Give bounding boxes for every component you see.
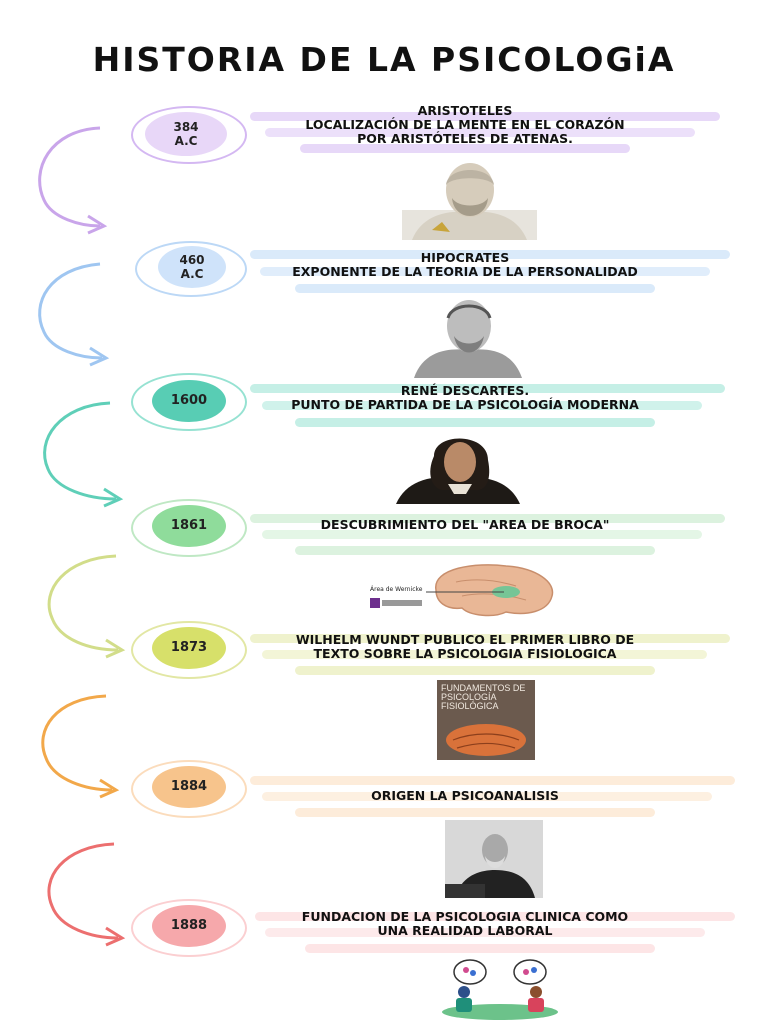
descartes-portrait-icon — [396, 438, 520, 504]
date-bubble: 1861 — [152, 505, 226, 547]
freud-photo-icon — [445, 820, 543, 898]
date-bubble: 1600 — [152, 380, 226, 422]
brush-stroke — [250, 634, 730, 643]
curved-arrow-icon — [41, 694, 120, 799]
brush-stroke — [295, 666, 655, 675]
brush-stroke — [250, 776, 735, 785]
event-text: WILHELM WUNDT PUBLICO EL PRIMER LIBRO DE… — [295, 632, 635, 661]
date-label: 1888 — [170, 918, 208, 933]
brush-stroke — [265, 928, 705, 937]
brain-icon — [446, 724, 526, 756]
brush-stroke — [250, 384, 725, 393]
event-text: RENÉ DESCARTES. PUNTO DE PARTIDA DE LA P… — [291, 383, 639, 412]
date-ring — [131, 106, 247, 164]
date-bubble: 460 A.C — [158, 246, 226, 288]
brush-stroke — [295, 418, 655, 427]
brush-stroke — [265, 128, 695, 137]
brush-stroke — [250, 250, 730, 259]
brush-stroke — [300, 144, 630, 153]
brush-stroke — [262, 530, 702, 539]
page-title: HISTORIA DE LA PSICOLOGiA — [92, 40, 676, 79]
curved-arrow-icon — [43, 401, 124, 508]
date-ring — [131, 760, 247, 818]
date-ring — [131, 899, 247, 957]
curved-arrow-icon — [47, 554, 126, 659]
date-bubble: 1888 — [152, 905, 226, 947]
hippocrates-bust-icon — [414, 300, 522, 378]
curved-arrow-icon — [47, 842, 126, 947]
aristotle-bust-icon — [402, 163, 537, 240]
event-text: HIPOCRATES EXPONENTE DE LA TEORIA DE LA … — [292, 250, 638, 279]
therapy-illustration-icon — [442, 959, 558, 1020]
date-label: 384 A.C — [173, 120, 199, 148]
date-ring — [131, 621, 247, 679]
brush-stroke — [250, 112, 720, 121]
date-label: 1861 — [170, 518, 208, 533]
brush-stroke — [250, 514, 725, 523]
brush-stroke — [262, 401, 702, 410]
date-label: 1884 — [170, 779, 208, 794]
book-title: FUNDAMENTOS DE PSICOLOGÍA FISIOLÓGICA — [441, 683, 526, 711]
date-bubble: 1884 — [152, 766, 226, 808]
brush-stroke — [295, 284, 655, 293]
curved-arrow-icon — [38, 126, 108, 235]
brush-stroke — [255, 912, 735, 921]
date-label: 1600 — [170, 393, 208, 408]
event-text: ORIGEN LA PSICOANALISIS — [371, 788, 559, 803]
date-label: 1873 — [170, 640, 208, 655]
brain-icon — [370, 564, 554, 617]
event-text: ARISTOTELES LOCALIZACIÓN DE LA MENTE EN … — [305, 103, 625, 146]
book-cover: FUNDAMENTOS DE PSICOLOGÍA FISIOLÓGICA — [437, 680, 535, 760]
date-ring — [131, 373, 247, 431]
event-text: FUNDACION DE LA PSICOLOGIA CLINICA COMO … — [301, 909, 629, 938]
brush-stroke — [260, 267, 710, 276]
date-label: 460 A.C — [179, 253, 205, 281]
brush-stroke — [305, 944, 655, 953]
date-bubble: 384 A.C — [145, 112, 227, 156]
brush-stroke — [295, 546, 655, 555]
brush-stroke — [262, 792, 712, 801]
event-text: DESCUBRIMIENTO DEL "AREA DE BROCA" — [320, 517, 610, 532]
brain-diagram: Área de Wernicke — [366, 560, 556, 618]
brush-stroke — [295, 808, 655, 817]
brain-caption: Área de Wernicke — [370, 586, 423, 593]
date-ring — [131, 499, 247, 557]
brush-stroke — [262, 650, 707, 659]
curved-arrow-icon — [38, 262, 110, 367]
date-ring — [135, 241, 247, 297]
date-bubble: 1873 — [152, 627, 226, 669]
